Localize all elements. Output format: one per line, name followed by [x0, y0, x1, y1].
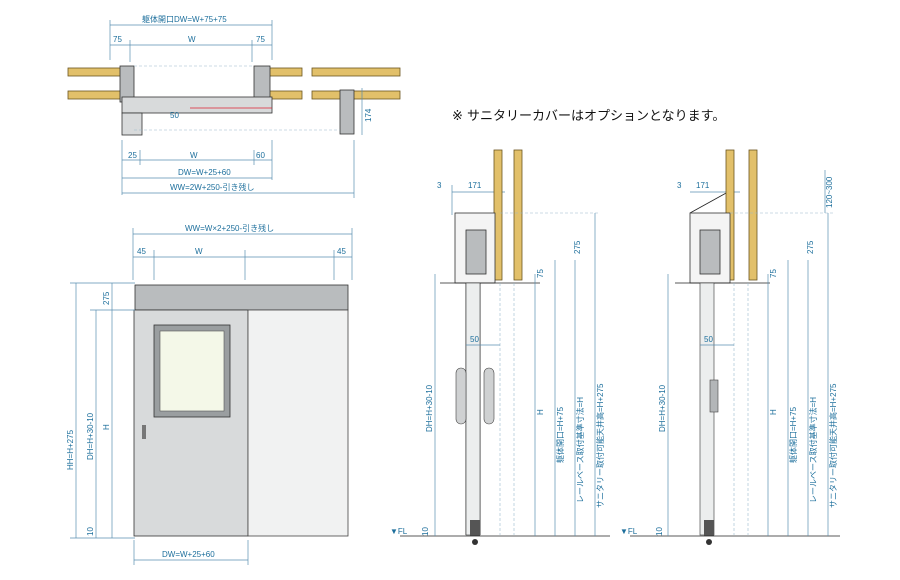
sec1-75: 75 [536, 269, 545, 278]
handle-plan [121, 112, 143, 136]
plan-50: 50 [170, 111, 179, 120]
sec1-v3: サニタリー取付可能天井高=H+275 [595, 383, 605, 508]
jamb-frame [253, 65, 271, 103]
sec2-75: 75 [769, 269, 778, 278]
ceiling-stud [748, 149, 758, 281]
sec1-50: 50 [470, 335, 479, 344]
sec1-v2: レールベース取付基準寸法=H [575, 397, 585, 503]
plan-ww: WW=2W+250-引き残し [170, 182, 254, 192]
wall-side [247, 309, 349, 537]
window-glass [159, 330, 225, 412]
front-elevation: WW=W×2+250-引き残し 45 W 45 HH=H+275 DH=H+30… [66, 223, 353, 565]
elev-dh: DH=H+30-10 [86, 412, 95, 460]
plan-75-left: 75 [113, 35, 122, 44]
plan-25: 25 [128, 151, 137, 160]
sec2-range: 120~300 [825, 176, 834, 208]
elev-10: 10 [86, 527, 95, 536]
sec1-171: 171 [468, 181, 482, 190]
pull-handle-left [455, 367, 467, 425]
elev-h: H [102, 424, 111, 430]
plan-60: 60 [256, 151, 265, 160]
sec2-v1: 躯体開口=H+75 [788, 406, 798, 463]
option-note: ※ サニタリーカバーはオプションとなります。 [452, 109, 725, 124]
sec2-3: 3 [677, 181, 682, 190]
sec2-dh: DH=H+30-10 [658, 384, 667, 432]
elev-dw: DW=W+25+60 [162, 550, 215, 559]
sec2-fl: ▼FL [620, 527, 638, 536]
sec2-171: 171 [696, 181, 710, 190]
floor-anchor [706, 539, 712, 545]
door-section [465, 282, 481, 536]
pull-handle-right [483, 367, 495, 425]
plan-dw: DW=W+25+60 [178, 168, 231, 177]
sec1-10: 10 [421, 527, 430, 536]
sec2-v2: レールベース取付基準寸法=H [808, 397, 818, 503]
ceiling-stud [513, 149, 523, 281]
sec2-10: 10 [655, 527, 664, 536]
floor-guide [470, 520, 480, 536]
plan-w-label: W [188, 35, 196, 44]
wall-stud [311, 90, 401, 100]
elev-w: W [195, 247, 203, 256]
sec1-dh: DH=H+30-10 [425, 384, 434, 432]
sec2-v3: サニタリー取付可能天井高=H+275 [828, 383, 838, 508]
door-panel-plan [121, 96, 273, 114]
jamb-frame [119, 65, 135, 103]
door-handle [142, 425, 146, 439]
plan-opening-label: 躯体開口DW=W+75+75 [142, 14, 227, 24]
stopper-frame [339, 89, 355, 135]
elev-275: 275 [102, 291, 111, 305]
sec2-50: 50 [704, 335, 713, 344]
plan-view: 躯体開口DW=W+75+75 75 W 75 50 174 25 W [67, 14, 401, 198]
floor-anchor [472, 539, 478, 545]
elev-hh: HH=H+275 [66, 429, 75, 470]
rail-mechanism [465, 229, 487, 275]
plan-w-bottom: W [190, 151, 198, 160]
elev-ww: WW=W×2+250-引き残し [185, 223, 274, 233]
rail-mechanism [699, 229, 721, 275]
wall-stud [67, 90, 124, 100]
flush-handle [709, 379, 719, 413]
sec1-fl: ▼FL [390, 527, 408, 536]
floor-guide [704, 520, 714, 536]
elev-45-left: 45 [137, 247, 146, 256]
plan-75-right: 75 [256, 35, 265, 44]
wall-stud [311, 67, 401, 77]
sec2-h: H [769, 409, 778, 415]
sec1-v1: 躯体開口=H+75 [555, 406, 565, 463]
section-view-1: 3 171 50 ▼FL 10 DH=H+30-10 H 75 躯体開口=H+7… [390, 149, 610, 545]
sec2-275: 275 [806, 240, 815, 254]
sec1-h: H [536, 409, 545, 415]
wall-stud [67, 67, 124, 77]
section-view-2: 3 171 120~300 50 ▼FL 10 DH=H+30-10 H 75 … [620, 149, 840, 545]
header-rail [134, 284, 349, 311]
sec1-275: 275 [573, 240, 582, 254]
plan-174: 174 [364, 108, 373, 122]
sec1-3: 3 [437, 181, 442, 190]
elev-45-right: 45 [337, 247, 346, 256]
